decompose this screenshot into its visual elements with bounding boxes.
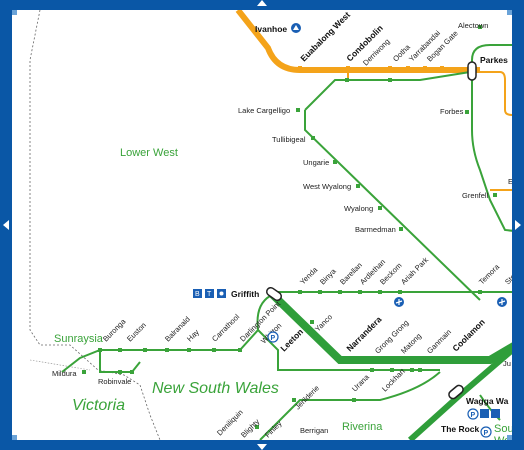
station-tullibigeal[interactable]: Tullibigeal bbox=[272, 135, 306, 144]
station-carrathool[interactable]: Carrathool bbox=[210, 312, 241, 343]
parkes-interchange[interactable] bbox=[467, 61, 477, 81]
parking-icon-junee: P bbox=[480, 426, 492, 438]
green-rail-robinvale bbox=[99, 350, 141, 373]
train-icon bbox=[480, 409, 489, 418]
corner-tab-br bbox=[507, 435, 512, 440]
facility-icons-wagga: P bbox=[467, 408, 500, 420]
station-dots bbox=[82, 25, 497, 429]
station-temora[interactable]: Temora bbox=[477, 262, 502, 287]
griffith-interchange[interactable] bbox=[265, 286, 283, 302]
station-hay[interactable]: Hay bbox=[185, 327, 201, 343]
station-jerilderie[interactable]: Jerilderie bbox=[293, 384, 321, 412]
train-icon bbox=[205, 289, 214, 298]
green-rail-south bbox=[479, 394, 501, 421]
green-rail-parkes-south bbox=[471, 72, 524, 233]
region-sunraysia: Sunraysia bbox=[54, 333, 104, 345]
station-ivanhoe[interactable]: Ivanhoe bbox=[255, 24, 287, 34]
station-finley[interactable]: Finley bbox=[263, 419, 284, 440]
station-ariah-park[interactable]: Ariah Park bbox=[399, 255, 430, 286]
region-nsw: New South Wales bbox=[152, 380, 279, 397]
station-coolamon[interactable]: Coolamon bbox=[450, 317, 486, 353]
green-rail-thick bbox=[269, 291, 524, 364]
chevron-left-icon bbox=[3, 220, 9, 230]
train-icon-label: T bbox=[207, 291, 212, 298]
pan-down-button[interactable] bbox=[257, 444, 267, 450]
wheelchair-icon bbox=[491, 409, 500, 418]
coach-icon-label: B bbox=[195, 291, 200, 298]
station-junee[interactable]: Ju bbox=[503, 359, 511, 368]
chevron-up-icon bbox=[257, 0, 267, 6]
station-wagga-wagga[interactable]: Wagga Wa bbox=[466, 396, 509, 406]
region-lower-west: Lower West bbox=[120, 147, 178, 159]
station-parkes[interactable]: Parkes bbox=[480, 55, 508, 65]
facility-icons-griffith: B T bbox=[193, 289, 226, 298]
station-binya[interactable]: Binya bbox=[318, 266, 338, 286]
green-rail-main bbox=[304, 110, 481, 301]
station-west-wyalong[interactable]: West Wyalong bbox=[303, 182, 351, 191]
orange-station-dots bbox=[298, 66, 444, 70]
orange-line-east bbox=[480, 71, 524, 116]
parking-icon-leeton-label: P bbox=[271, 335, 276, 342]
green-rail-wagga bbox=[407, 337, 524, 443]
train-icon-ivanhoe bbox=[291, 23, 301, 33]
station-barmedman[interactable]: Barmedman bbox=[355, 225, 396, 234]
station-berrigan[interactable]: Berrigan bbox=[300, 426, 328, 435]
airport-icon-narrandera bbox=[394, 297, 404, 307]
region-victoria: Victoria bbox=[72, 397, 125, 414]
green-rail-jerilderie bbox=[259, 371, 441, 441]
station-ganmain[interactable]: Ganmain bbox=[425, 328, 453, 356]
station-buronga[interactable]: Buronga bbox=[101, 316, 128, 343]
wagga-interchange[interactable] bbox=[447, 384, 464, 400]
river-line bbox=[29, 359, 91, 371]
station-griffith[interactable]: Griffith bbox=[231, 289, 259, 299]
corner-tab-tr bbox=[507, 10, 512, 15]
station-the-rock[interactable]: The Rock bbox=[441, 424, 480, 434]
green-rail-riverina bbox=[257, 329, 440, 371]
pan-left-button[interactable] bbox=[3, 220, 9, 230]
state-border bbox=[29, 9, 161, 441]
station-e-cut[interactable]: E bbox=[508, 177, 513, 186]
station-lake-cargelligo[interactable]: Lake Cargelligo bbox=[238, 106, 290, 115]
station-urana[interactable]: Urana bbox=[350, 372, 371, 393]
corner-tab-tl bbox=[12, 10, 17, 15]
green-rail-parkes-north bbox=[471, 44, 524, 72]
station-mildura[interactable]: Mildura bbox=[52, 369, 77, 378]
region-south-west: Sou bbox=[494, 423, 514, 435]
station-forbes[interactable]: Forbes bbox=[440, 107, 464, 116]
chevron-right-icon bbox=[515, 220, 521, 230]
corner-tab-bl bbox=[12, 435, 17, 440]
chevron-down-icon bbox=[257, 444, 267, 450]
station-wyalong[interactable]: Wyalong bbox=[344, 204, 373, 213]
parking-icon-leeton: P bbox=[267, 331, 279, 343]
parking-icon-junee-label: P bbox=[484, 430, 489, 437]
station-yanco[interactable]: Yanco bbox=[313, 312, 334, 333]
station-ungarie[interactable]: Ungarie bbox=[303, 158, 329, 167]
pan-right-button[interactable] bbox=[515, 220, 521, 230]
station-robinvale[interactable]: Robinvale bbox=[98, 377, 131, 386]
parking-icon-wagga-label: P bbox=[471, 412, 476, 419]
station-leeton[interactable]: Leeton bbox=[278, 327, 305, 354]
green-rail-lake-cargelligo bbox=[304, 71, 471, 111]
station-euston[interactable]: Euston bbox=[125, 321, 148, 344]
station-grenfell[interactable]: Grenfell bbox=[462, 191, 489, 200]
station-matong[interactable]: Matong bbox=[399, 331, 423, 355]
pan-up-button[interactable] bbox=[257, 0, 267, 6]
station-alectown[interactable]: Alectown bbox=[458, 21, 488, 30]
station-yenda[interactable]: Yenda bbox=[298, 265, 320, 287]
region-riverina: Riverina bbox=[342, 421, 383, 433]
coach-icon bbox=[193, 289, 202, 298]
airport-icon-coolamon bbox=[497, 297, 507, 307]
